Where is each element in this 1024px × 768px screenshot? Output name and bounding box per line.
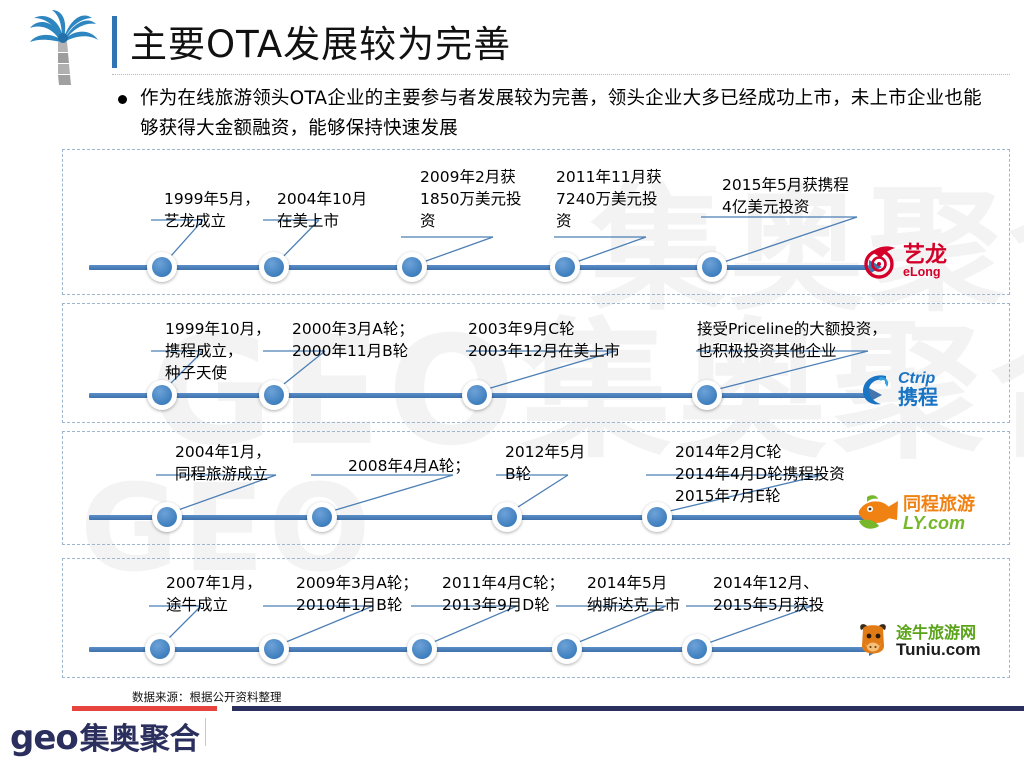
- leader-line: [696, 349, 896, 399]
- timeline-node[interactable]: [145, 634, 175, 664]
- footer-divider: [205, 718, 206, 746]
- timeline-node[interactable]: [697, 252, 727, 282]
- timeline-axis: [89, 647, 869, 652]
- event-label: 2014年5月纳斯达克上市: [587, 574, 681, 614]
- timeline-node[interactable]: [550, 252, 580, 282]
- leader-line: [263, 604, 423, 654]
- event-label: 1999年5月，艺龙成立: [164, 190, 260, 230]
- timeline-arrow-icon: [869, 388, 882, 402]
- timeline-row-ly: [62, 431, 1010, 545]
- ly-logo-cn: 同程旅游: [903, 494, 975, 515]
- bullet-point-icon: [118, 95, 127, 104]
- page-title: 主要OTA发展较为完善: [130, 23, 512, 66]
- event-label: 2014年12月、2015年5月获投: [713, 574, 825, 614]
- timeline-row-tuniu: [62, 558, 1010, 678]
- event-label: 2004年1月，同程旅游成立: [175, 443, 271, 483]
- summary-bullet: 作为在线旅游领头OTA企业的主要参与者发展较为完善，领头企业大多已经成功上市，未…: [118, 84, 998, 144]
- tuniu-logo-en: Tuniu.com: [896, 639, 981, 659]
- timeline-node[interactable]: [462, 380, 492, 410]
- event-label: 2000年3月A轮；2000年11月B轮: [292, 320, 414, 360]
- ly-logo-en: LY.com: [903, 513, 966, 533]
- title-accent-bar: [112, 16, 117, 68]
- event-label: 1999年10月，携程成立，种子天使: [165, 320, 271, 382]
- elong-logo-en: eLong: [903, 264, 941, 279]
- palm-tree-icon: [18, 8, 104, 88]
- ctrip-logo-icon: Ctrip 携程: [860, 371, 938, 407]
- leader-line: [686, 604, 856, 654]
- timeline-axis: [89, 515, 869, 520]
- tuniu-logo-cn: 途牛旅游网: [896, 622, 977, 642]
- event-label: 2007年1月，途牛成立: [166, 574, 262, 614]
- geo-brand-logo: geo 集奥聚合: [10, 714, 200, 758]
- event-label: 2004年10月在美上市: [277, 190, 368, 230]
- timeline-node[interactable]: [259, 634, 289, 664]
- event-label: 2011年4月C轮；2013年9月D轮: [442, 574, 565, 614]
- elong-logo-icon: 艺龙 eLong: [862, 242, 948, 279]
- elong-logo-cn: 艺龙: [903, 242, 948, 268]
- tuniu-logo-icon: 途牛旅游网 Tuniu.com: [856, 620, 981, 662]
- timeline-node[interactable]: [682, 634, 712, 664]
- timeline-node[interactable]: [642, 502, 672, 532]
- timeline-node[interactable]: [552, 634, 582, 664]
- geo-logo-cn: 集奥聚合: [79, 722, 200, 757]
- timeline-row-ctrip: [62, 303, 1010, 423]
- timeline-node[interactable]: [397, 252, 427, 282]
- ctrip-logo-en: Ctrip: [898, 370, 936, 387]
- ly-logo-icon: 同程旅游 LY.com: [855, 494, 975, 534]
- timeline-node[interactable]: [692, 380, 722, 410]
- timeline-node[interactable]: [147, 380, 177, 410]
- timeline-node[interactable]: [307, 502, 337, 532]
- footer-accent-red: [72, 706, 217, 711]
- leader-line: [311, 473, 491, 521]
- leader-line: [466, 349, 646, 399]
- title-divider: [112, 74, 1010, 75]
- summary-bullet-text: 作为在线旅游领头OTA企业的主要参与者发展较为完善，领头企业大多已经成功上市，未…: [140, 88, 982, 139]
- source-note: 数据来源：根据公开资料整理: [132, 690, 282, 704]
- timeline-node[interactable]: [259, 380, 289, 410]
- event-label: 接受Priceline的大额投资，也积极投资其他企业: [697, 320, 887, 360]
- leader-line: [411, 604, 571, 654]
- leader-line: [156, 473, 326, 521]
- timeline-node[interactable]: [492, 502, 522, 532]
- footer-accent-navy: [232, 706, 1024, 711]
- timeline-axis: [89, 265, 869, 270]
- timeline-node[interactable]: [152, 502, 182, 532]
- geo-logo-mark: geo: [10, 718, 79, 758]
- leader-line: [556, 604, 716, 654]
- leader-line: [701, 215, 881, 273]
- event-label: 2009年3月A轮；2010年1月B轮: [296, 574, 418, 614]
- timeline-node[interactable]: [407, 634, 437, 664]
- event-label: 2008年4月A轮；: [348, 457, 470, 475]
- leader-line: [646, 473, 846, 521]
- ctrip-logo-cn: 携程: [898, 385, 938, 409]
- timeline-node[interactable]: [259, 252, 289, 282]
- timeline-node[interactable]: [147, 252, 177, 282]
